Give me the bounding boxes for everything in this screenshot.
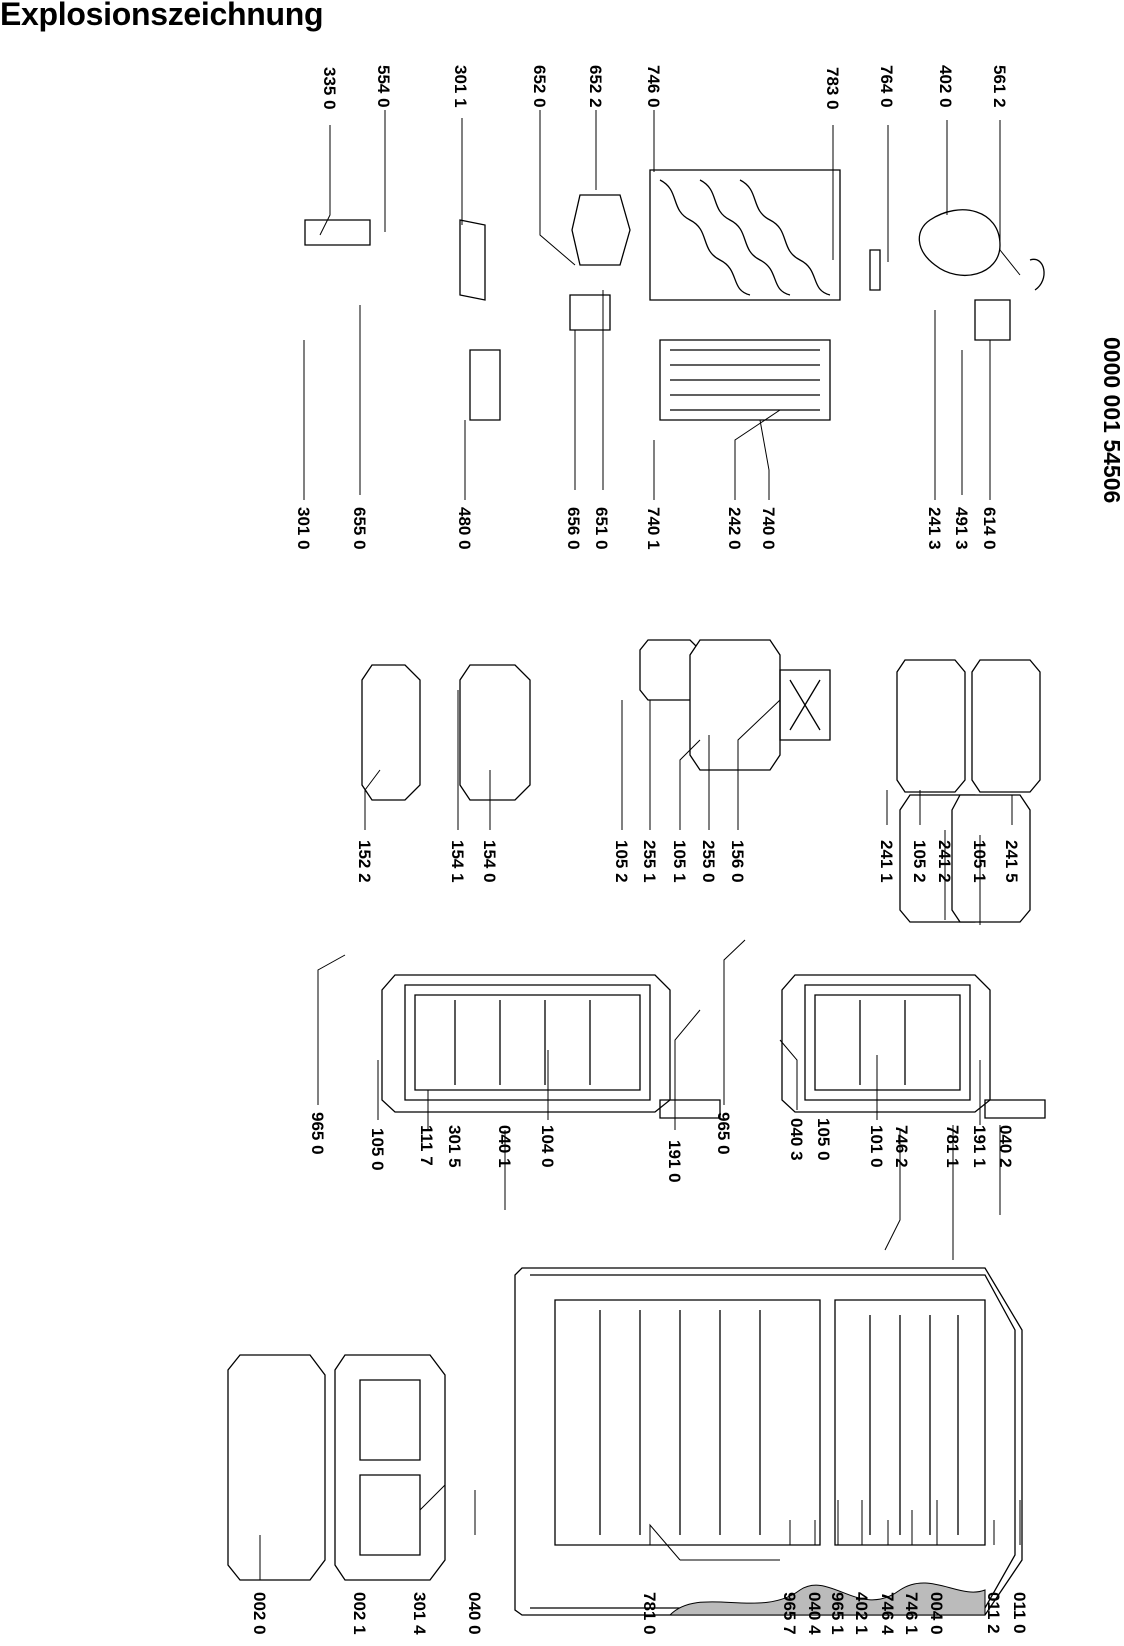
callout-label: 554 0 [374, 65, 393, 108]
callout-label: 764 0 [877, 65, 896, 108]
callout-label: 002 1 [350, 1592, 369, 1635]
callout-label: 301 5 [445, 1125, 464, 1168]
callout-label: 746 2 [892, 1125, 911, 1168]
callout-label: 301 1 [451, 65, 470, 108]
callout-label: 154 0 [480, 840, 499, 883]
callout-label: 040 1 [495, 1125, 514, 1168]
callout-label: 241 2 [935, 840, 954, 883]
callout-label: 105 0 [814, 1118, 833, 1161]
callout-label: 105 1 [670, 840, 689, 883]
callout-label: 656 0 [564, 507, 583, 550]
callout-label: 111 7 [417, 1125, 436, 1166]
callout-label: 152 2 [355, 840, 374, 883]
callout-label: 561 2 [990, 65, 1009, 108]
callout-label: 002 0 [250, 1592, 269, 1635]
callout-label: 040 3 [787, 1118, 806, 1161]
callout-label: 402 1 [852, 1592, 871, 1635]
callout-label: 740 1 [644, 507, 663, 550]
callout-label: 655 0 [350, 507, 369, 550]
callout-label: 335 0 [320, 67, 339, 110]
leader-lines [259, 110, 1021, 1580]
callout-label: 255 1 [640, 840, 659, 883]
cabinet-body [514, 1267, 1023, 1616]
callout-label: 402 0 [936, 65, 955, 108]
callout-label: 746 1 [902, 1592, 921, 1635]
callout-label: 491 3 [952, 507, 971, 550]
callout-label: 104 0 [538, 1125, 557, 1168]
callout-label: 241 1 [877, 840, 896, 883]
callout-label: 746 4 [878, 1592, 897, 1635]
callout-label: 781 0 [640, 1592, 659, 1635]
callout-label: 614 0 [980, 507, 999, 550]
callout-label: 651 0 [592, 507, 611, 550]
callout-label: 101 0 [867, 1125, 886, 1168]
callout-label: 781 1 [943, 1125, 962, 1168]
callout-label: 040 4 [805, 1592, 824, 1635]
callout-label: 040 2 [996, 1125, 1015, 1168]
callout-label: 105 2 [612, 840, 631, 883]
callout-label: 965 7 [780, 1592, 799, 1635]
top-cover [227, 1354, 446, 1581]
upper-door [381, 974, 721, 1119]
callout-label: 241 3 [925, 507, 944, 550]
callout-label: 480 0 [455, 507, 474, 550]
callout-label: 105 1 [970, 840, 989, 883]
callout-label: 004 0 [927, 1592, 946, 1635]
callout-label: 105 2 [910, 840, 929, 883]
lower-door [781, 974, 1046, 1119]
callout-label: 652 2 [586, 65, 605, 108]
callout-label: 965 0 [308, 1112, 327, 1155]
callout-label: 191 0 [665, 1140, 684, 1183]
drawers [896, 659, 1041, 923]
trays [639, 639, 831, 771]
callout-label: 011 0 [1010, 1592, 1029, 1634]
page-title: Explosionszeichnung [0, 0, 324, 32]
callout-label: 011 2 [984, 1592, 1003, 1634]
callout-labels: 335 0 554 0 301 1 652 0 652 2 746 0 783 … [250, 65, 1124, 1635]
callout-label: 740 0 [759, 507, 778, 550]
callout-label: 040 0 [465, 1592, 484, 1635]
callout-label: 105 0 [368, 1128, 387, 1171]
callout-label: 652 0 [530, 65, 549, 108]
components [304, 169, 1045, 421]
callout-label: 965 1 [828, 1592, 847, 1635]
callout-label: 156 0 [728, 840, 747, 883]
door-shelves [361, 664, 531, 801]
callout-label: 301 0 [294, 507, 313, 550]
callout-label: 301 4 [410, 1592, 429, 1635]
callout-label: 255 0 [699, 840, 718, 883]
callout-label: 965 0 [714, 1112, 733, 1155]
callout-label: 241 5 [1002, 840, 1021, 883]
callout-label: 191 1 [970, 1125, 989, 1168]
callout-label: 783 0 [823, 67, 842, 110]
callout-label: 242 0 [725, 507, 744, 550]
callout-label: 154 1 [448, 840, 467, 883]
callout-label: 746 0 [644, 65, 663, 108]
document-number: 0000 001 54506 [1099, 337, 1124, 503]
